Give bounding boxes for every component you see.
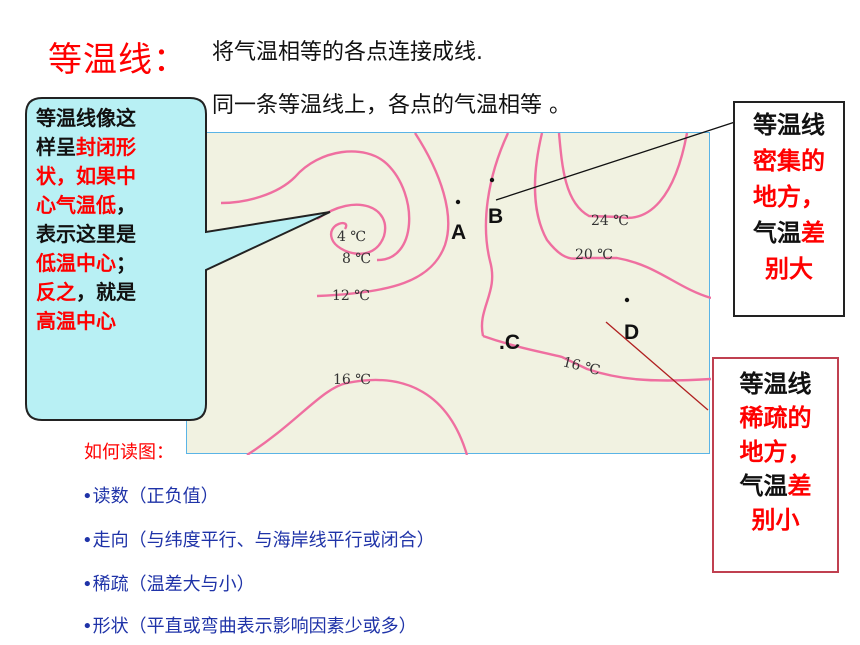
box-sparse-line: 别小 <box>714 503 837 537</box>
box-sparse-segment: 地方， <box>739 438 812 466</box>
box-dense-line: 气温差 <box>735 215 843 251</box>
bubble-line: 样呈封闭形 <box>36 133 194 162</box>
how-to-read-item: •走向（与纬度平行、与海岸线平行或闭合） <box>82 530 435 551</box>
isotherm-16-upper-line <box>480 133 711 382</box>
bubble-line: 高温中心 <box>36 307 194 336</box>
bubble-segment: 高温中心 <box>36 309 116 333</box>
bubble-segment: 心气温低 <box>36 193 116 217</box>
isotherm-label-12: 12 ℃ <box>332 288 370 304</box>
box-sparse-line: 气温差 <box>714 469 837 503</box>
point-b-dot <box>489 177 495 183</box>
box-sparse-line: 地方， <box>714 435 837 469</box>
page-title: 等温线： <box>48 40 188 80</box>
box-sparse-line: 稀疏的 <box>714 401 837 435</box>
box-sparse-segment: 等温线 <box>739 370 812 398</box>
bubble-segment: 样呈 <box>36 135 76 159</box>
definition-line-1: 将气温相等的各点连接成线. <box>212 40 483 65</box>
box-dense-line: 密集的 <box>735 143 843 179</box>
connector-dense-line <box>495 121 736 201</box>
bubble-segment: ，就是 <box>76 280 136 304</box>
isotherm-label-4: 4 ℃ <box>337 229 366 245</box>
bubble-line: 低温中心； <box>36 249 194 278</box>
bubble-segment: 封闭形 <box>76 135 136 159</box>
isotherm-label-20: 20 ℃ <box>575 247 613 263</box>
box-dense-segment: 地方， <box>753 183 825 211</box>
isotherm-12-line <box>316 133 450 298</box>
isotherm-24-line <box>557 133 689 220</box>
box-dense-segment: 差 <box>801 219 825 247</box>
dense-isotherm-box: 等温线密集的地方， 气温差别大 <box>733 101 845 317</box>
how-to-read-heading: 如何读图： <box>84 442 174 463</box>
box-dense-line: 地方， <box>735 179 843 215</box>
bubble-segment: ， <box>116 193 136 217</box>
box-sparse-segment: 稀疏的 <box>739 404 812 432</box>
isotherm-8-line <box>220 150 411 262</box>
box-dense-segment: 等温线 <box>753 111 825 139</box>
point-b-label: B <box>488 205 503 228</box>
bubble-line: 反之，就是 <box>36 278 194 307</box>
bubble-segment: 等温线像这 <box>36 106 136 130</box>
isotherm-20-line <box>533 133 711 300</box>
how-to-read-item: •读数（正负值） <box>82 486 219 507</box>
bubble-text: 等温线像这样呈封闭形状，如果中心气温低，表示这里是低温中心；反之，就是高温中心 <box>36 104 194 336</box>
point-d-dot <box>624 297 630 303</box>
box-dense-line: 别大 <box>735 251 843 287</box>
box-sparse-segment: 别小 <box>751 506 800 534</box>
bubble-segment: 状，如果中 <box>36 164 136 188</box>
point-d-label: D <box>624 321 639 344</box>
isotherm-map: 4 ℃ 8 ℃ 12 ℃ 16 ℃ 16 ℃ 20 ℃ 24 ℃ A B .C … <box>186 132 711 455</box>
how-to-read-item: •形状（平直或弯曲表示影响因素少或多） <box>82 616 417 637</box>
box-dense-segment: 别大 <box>765 255 813 283</box>
bubble-line: 等温线像这 <box>36 104 194 133</box>
bubble-segment: ； <box>116 251 136 275</box>
point-a-label: A <box>451 221 466 244</box>
bubble-segment: 反之 <box>36 280 76 304</box>
bubble-line: 心气温低， <box>36 191 194 220</box>
box-sparse-segment: 差 <box>787 472 812 500</box>
connector-sparse-line <box>605 321 709 411</box>
bubble-line: 状，如果中 <box>36 162 194 191</box>
isotherm-4-line <box>316 203 387 255</box>
bubble-segment: 表示这里是 <box>36 222 136 246</box>
box-dense-line: 等温线 <box>735 107 843 143</box>
isotherm-label-8: 8 ℃ <box>342 251 371 267</box>
bubble-line: 表示这里是 <box>36 220 194 249</box>
isotherm-label-24: 24 ℃ <box>591 213 629 229</box>
box-dense-segment: 气温 <box>753 219 801 247</box>
definition-line-2: 同一条等温线上，各点的气温相等 。 <box>212 93 571 118</box>
isotherm-16-lower-line <box>246 378 469 455</box>
sparse-isotherm-box: 等温线稀疏的地方， 气温差别小 <box>712 357 839 573</box>
box-dense-segment: 密集的 <box>753 147 825 175</box>
point-a-dot <box>455 199 461 205</box>
box-sparse-segment: 气温 <box>739 472 788 500</box>
how-to-read-item: •稀疏（温差大与小） <box>82 574 255 595</box>
box-sparse-line: 等温线 <box>714 367 837 401</box>
isotherm-label-16-left: 16 ℃ <box>333 372 371 388</box>
bubble-segment: 低温中心 <box>36 251 116 275</box>
point-c-label: .C <box>499 331 520 354</box>
